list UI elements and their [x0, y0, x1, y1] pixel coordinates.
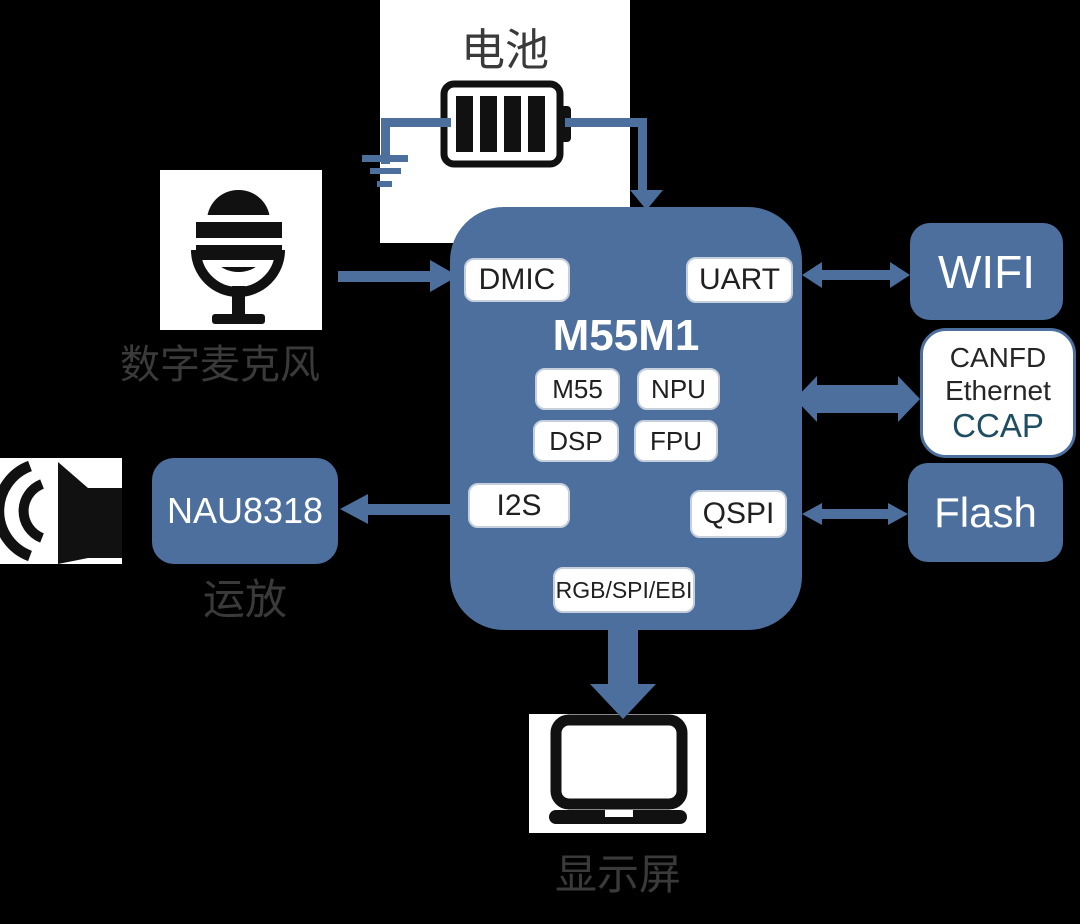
- flash-label: Flash: [934, 488, 1037, 536]
- nau8318-label: NAU8318: [166, 490, 324, 531]
- core-dsp: DSP: [533, 420, 619, 462]
- soc-to-nau8318-arrow: [340, 494, 454, 524]
- port-uart: UART: [686, 257, 793, 303]
- battery-icon: [440, 80, 571, 168]
- port-dmic-label: DMIC: [478, 263, 556, 296]
- port-uart-label: UART: [698, 263, 781, 296]
- nau8318-block: NAU8318: [152, 458, 338, 564]
- battery-to-soc-arrow: [565, 118, 663, 210]
- port-dmic: DMIC: [464, 258, 570, 302]
- microphone-icon: [190, 190, 290, 324]
- laptop-icon: [549, 714, 688, 824]
- core-npu: NPU: [637, 368, 720, 410]
- speaker-icon: [0, 460, 122, 564]
- soc-to-display-arrow: [590, 630, 656, 719]
- battery-ground-wire: [362, 118, 451, 187]
- microphone-label: 数字麦克风: [120, 343, 320, 387]
- uart-wifi-double-arrow: [802, 262, 910, 288]
- wifi-label: WIFI: [937, 245, 1036, 298]
- amplifier-label: 运放: [202, 576, 287, 623]
- port-i2s: I2S: [468, 483, 570, 528]
- microphone-card: [160, 170, 322, 330]
- core-m55: M55: [535, 368, 620, 410]
- port-display-interface: RGB/SPI/EBI: [553, 567, 695, 613]
- soc-title: M55M1: [552, 311, 700, 360]
- core-npu-label: NPU: [651, 373, 706, 404]
- comm-line-ccap: CCAP: [952, 406, 1044, 444]
- qspi-flash-double-arrow: [802, 503, 908, 525]
- core-m55-label: M55: [552, 373, 603, 404]
- battery-label: 电池: [461, 26, 549, 75]
- port-qspi-label: QSPI: [702, 497, 775, 530]
- display-label: 显示屏: [554, 851, 681, 898]
- soc-comm-double-arrow: [795, 376, 920, 422]
- core-fpu: FPU: [634, 420, 718, 462]
- core-fpu-label: FPU: [650, 425, 702, 456]
- comm-line-canfd: CANFD: [949, 341, 1047, 373]
- port-qspi: QSPI: [690, 490, 787, 538]
- speaker-card: [0, 458, 122, 564]
- wifi-block: WIFI: [910, 223, 1063, 320]
- flash-block: Flash: [908, 463, 1063, 562]
- comm-module-block: CANFD Ethernet CCAP: [920, 328, 1076, 458]
- soc-block: DMIC UART M55M1 M55 NPU DSP FPU I2S QSPI…: [450, 207, 802, 630]
- core-dsp-label: DSP: [549, 425, 603, 456]
- port-display-interface-label: RGB/SPI/EBI: [555, 576, 693, 603]
- port-i2s-label: I2S: [496, 488, 542, 522]
- mic-to-soc-arrow: [338, 260, 458, 292]
- comm-line-ethernet: Ethernet: [945, 374, 1051, 406]
- display-card: [529, 714, 706, 833]
